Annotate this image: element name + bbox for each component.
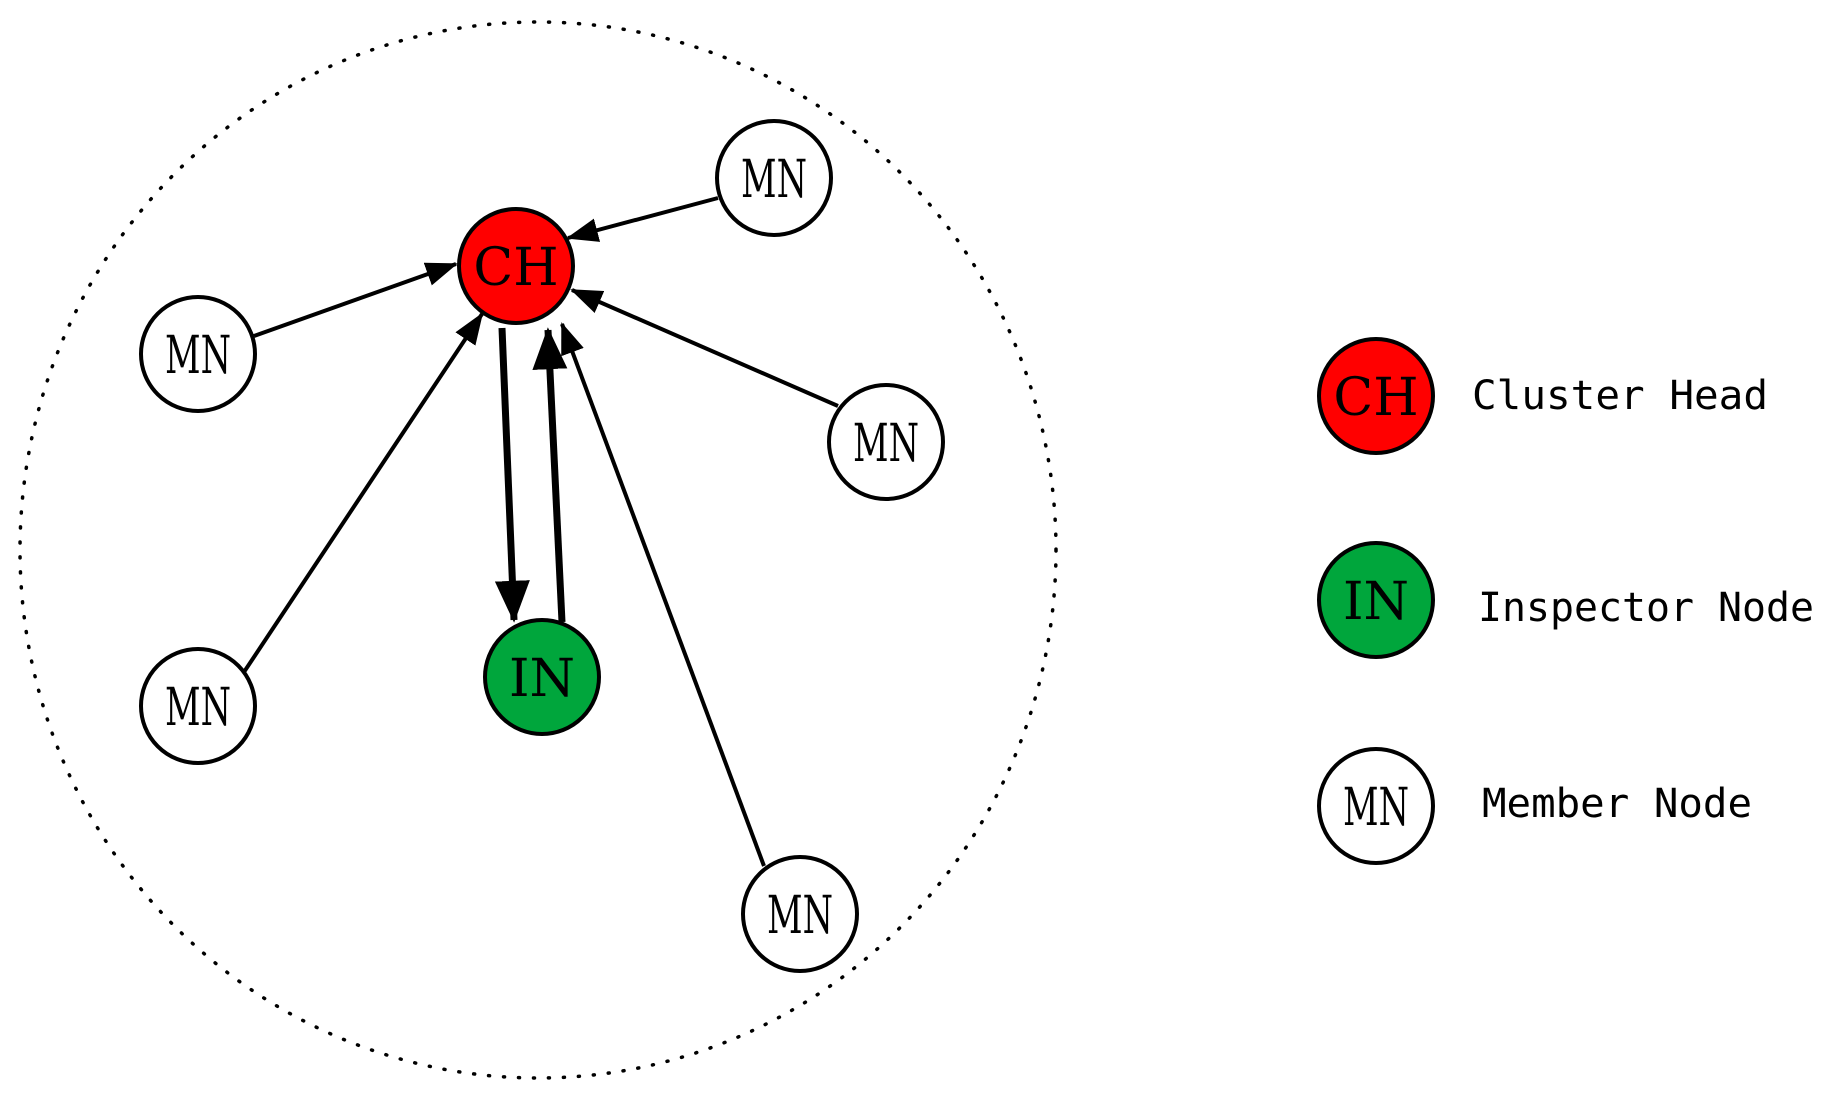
legend-symbol-mn: MN (1343, 778, 1409, 838)
member-node-5-label: MN (767, 886, 833, 946)
edge-mn5-to-ch (560, 322, 766, 867)
cluster-head-label: CH (473, 238, 558, 298)
inspector-node: IN (483, 618, 601, 736)
legend-symbol-ch: CH (1333, 368, 1418, 428)
edge-mn1-to-ch (566, 196, 719, 242)
inspector-node-label: IN (509, 649, 575, 709)
member-node-2: MN (139, 295, 257, 413)
cluster-head-node: CH (457, 207, 575, 325)
edge-mn3-to-ch (570, 288, 839, 408)
edges (242, 196, 839, 867)
legend-label-member-node: Member Node (1482, 781, 1752, 827)
member-node-1-label: MN (741, 150, 807, 210)
edge-ch-to-in (494, 327, 530, 623)
legend-item-cluster-head: CH Cluster Head (1317, 337, 1768, 455)
member-node-3-label: MN (853, 414, 919, 474)
edge-mn2-to-ch (253, 262, 458, 338)
cluster-boundary (18, 20, 1058, 1080)
legend-label-inspector-node: Inspector Node (1478, 585, 1814, 631)
member-node-5: MN (741, 855, 859, 973)
member-node-3: MN (827, 383, 945, 501)
member-node-4: MN (139, 647, 257, 765)
edge-in-to-ch (532, 327, 568, 623)
legend-item-inspector-node: IN Inspector Node (1317, 541, 1814, 659)
legend-label-cluster-head: Cluster Head (1472, 373, 1768, 419)
legend: CH Cluster Head IN Inspector Node MN Mem… (1317, 337, 1814, 865)
legend-symbol-in: IN (1343, 572, 1409, 632)
member-node-2-label: MN (165, 326, 231, 386)
edge-mn4-to-ch (242, 312, 484, 674)
member-node-1: MN (715, 119, 833, 237)
legend-item-member-node: MN Member Node (1317, 747, 1752, 865)
member-node-4-label: MN (165, 678, 231, 738)
